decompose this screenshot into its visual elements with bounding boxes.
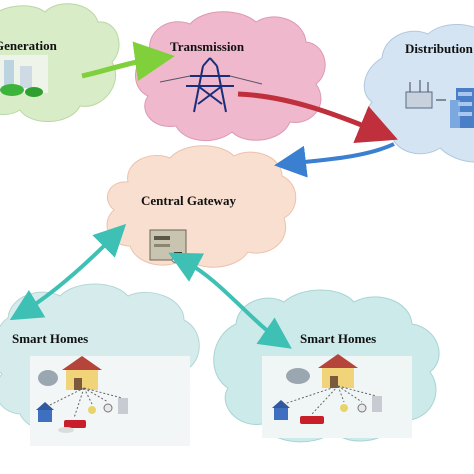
generation-label: Generation bbox=[0, 38, 58, 53]
home-devices-right bbox=[262, 354, 412, 438]
distribution-cloud: Distribution bbox=[363, 23, 474, 163]
transmission-label: Transmission bbox=[170, 39, 245, 54]
generation-cloud: Generation bbox=[0, 3, 120, 122]
central-gateway-label: Central Gateway bbox=[141, 193, 236, 208]
arrow-generation-to-transmission bbox=[81, 41, 175, 82]
arrow-distribution-to-gateway bbox=[274, 142, 395, 178]
distribution-label: Distribution bbox=[405, 41, 474, 56]
arrow-gateway-to-homes-left bbox=[9, 223, 127, 321]
home-devices-left bbox=[30, 356, 190, 446]
substation-icon bbox=[405, 80, 446, 109]
smart-homes-left-cloud: Smart Homes bbox=[0, 283, 200, 446]
central-gateway-cloud: Central Gateway bbox=[106, 145, 297, 268]
transmission-cloud: Transmission bbox=[135, 11, 326, 142]
arrow-transmission-to-distribution bbox=[237, 91, 398, 144]
arrow-gateway-to-homes-right bbox=[168, 252, 292, 349]
smart-homes-right-label: Smart Homes bbox=[300, 331, 376, 346]
server-icon bbox=[149, 229, 187, 264]
building-icon bbox=[450, 88, 474, 128]
smart-homes-left-label: Smart Homes bbox=[12, 331, 88, 346]
